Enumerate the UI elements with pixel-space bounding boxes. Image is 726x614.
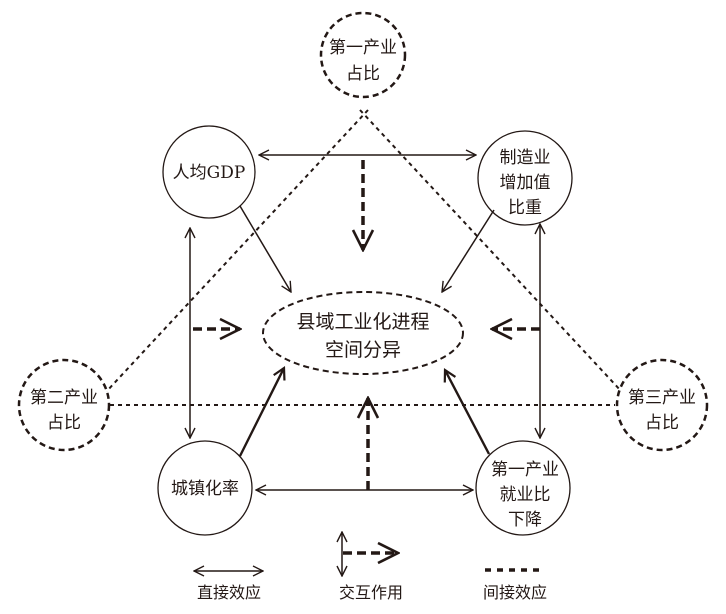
node-urbanization [157, 440, 253, 536]
label-center-1: 县域工业化进程 [296, 311, 429, 333]
node-gdp-per-capita [162, 125, 256, 219]
node-manufacturing [477, 130, 573, 226]
label-tertiary-share-2: 占比 [645, 413, 679, 433]
node-secondary-share [17, 358, 111, 452]
node-center [262, 291, 464, 375]
label-urbanization: 城镇化率 [171, 479, 239, 499]
node-primary-share [319, 11, 407, 99]
label-primary-share-1: 第一产业 [329, 38, 397, 58]
node-tertiary-share [615, 358, 709, 452]
label-primary-employment-2: 就业比 [500, 485, 551, 505]
legend-direct-label: 直接效应 [197, 583, 261, 602]
label-manufacturing-1: 制造业 [500, 148, 551, 168]
label-primary-employment-3: 下降 [508, 510, 542, 530]
legend-indirect-label: 间接效应 [483, 583, 547, 602]
arrow-manufacturing-to-center [442, 209, 495, 292]
label-manufacturing-2: 增加值 [500, 173, 551, 193]
arrow-gdp-to-center [239, 205, 291, 292]
label-manufacturing-3: 比重 [508, 198, 542, 218]
node-primary-employment [475, 440, 571, 536]
label-center-2: 空间分异 [325, 339, 401, 361]
label-gdp-per-capita: 人均GDP [173, 163, 246, 183]
label-tertiary-share-1: 第三产业 [628, 388, 696, 408]
arrow-employment-to-center [445, 370, 491, 455]
arrow-urban-to-center [238, 368, 284, 457]
label-primary-employment-1: 第一产业 [491, 460, 559, 480]
legend-interaction-label: 交互作用 [339, 583, 403, 602]
label-secondary-share-1: 第二产业 [30, 388, 98, 408]
label-primary-share-2: 占比 [346, 64, 380, 84]
label-secondary-share-2: 占比 [47, 413, 81, 433]
